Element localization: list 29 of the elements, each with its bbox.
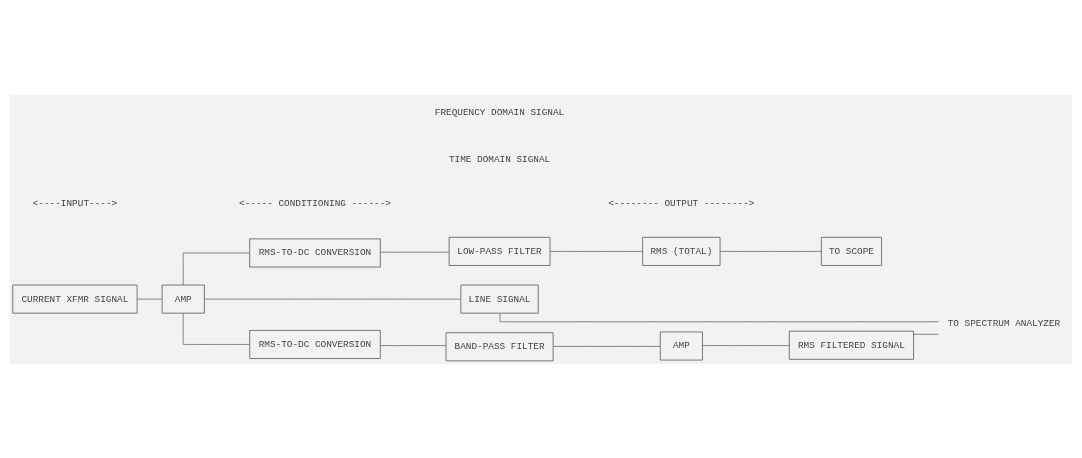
connector [549,250,643,252]
connector [182,252,250,285]
node-box: CURRENT XFMR SIGNAL [12,284,138,314]
node-box: RMS-TO-DC CONVERSION [249,329,381,359]
node-box: RMS-TO-DC CONVERSION [249,238,381,267]
connector [913,333,939,335]
label: <-------- OUTPUT --------> [608,197,755,209]
connector [552,345,661,347]
label: TIME DOMAIN SIGNAL [448,153,551,165]
node-box: RMS (TOTAL) [642,236,721,266]
connector [182,312,250,345]
node-box: AMP [161,284,205,314]
node-text: TO SPECTRUM ANALYZER [947,317,1061,329]
label: <----INPUT----> [32,197,118,209]
label: <----- CONDITIONING ------> [239,197,391,209]
node-box: RMS FILTERED SIGNAL [788,330,914,360]
connector [719,250,822,252]
connector [136,298,163,299]
connector [379,344,447,346]
node-box: AMP [659,331,703,360]
node-box: BAND-PASS FILTER [445,331,554,361]
node-box: LINE SIGNAL [460,284,539,314]
node-box: LOW-PASS FILTER [448,236,551,266]
connector [379,251,450,253]
connector [499,312,939,322]
node-box: TO SCOPE [820,236,882,266]
label: FREQUENCY DOMAIN SIGNAL [434,106,565,118]
connector [204,298,462,299]
connector [702,344,790,346]
